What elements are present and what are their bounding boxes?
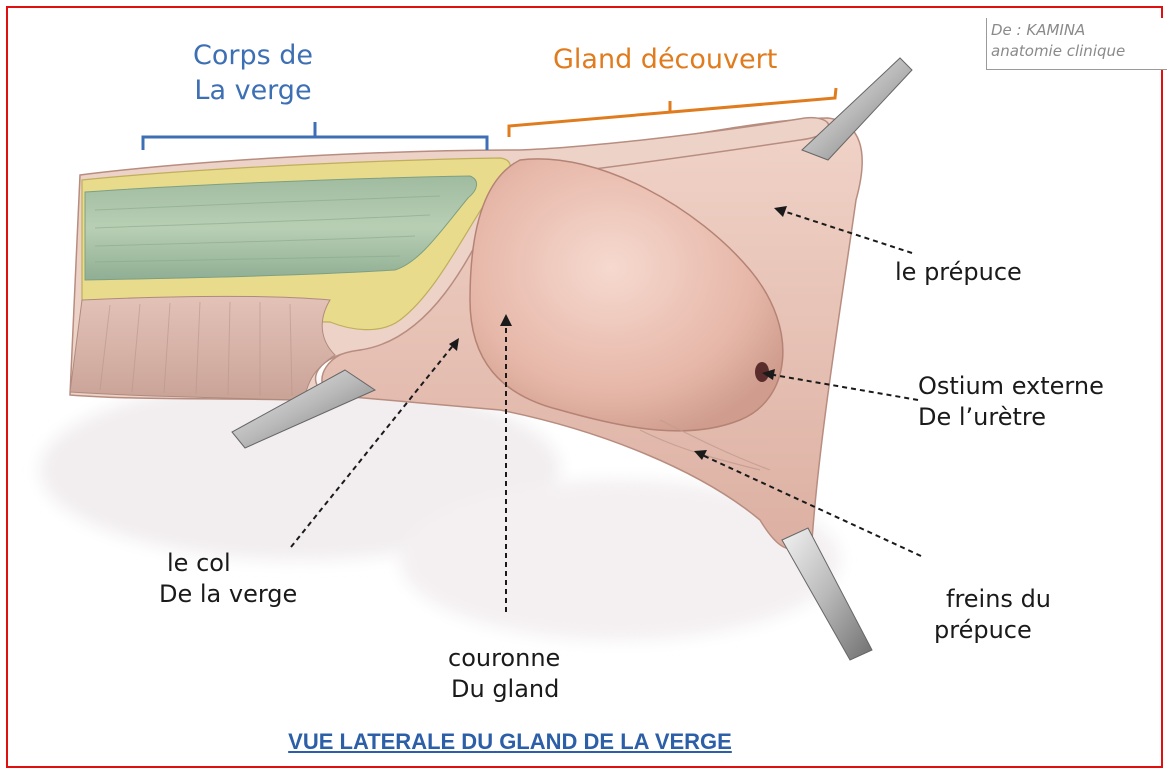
credit-line1: De : KAMINA (991, 20, 1163, 41)
label-ostium: Ostium externe De l’urètre (918, 371, 1104, 433)
label-ostium-line1: Ostium externe (918, 371, 1104, 402)
label-freins-line2: prépuce (934, 615, 1051, 646)
label-corps-line2: La verge (188, 73, 318, 108)
label-col: le col De la verge (167, 548, 297, 610)
label-corps-de-la-verge: Corps de La verge (188, 38, 318, 108)
label-corps-line1: Corps de (188, 38, 318, 73)
label-freins-line1: freins du (946, 584, 1051, 615)
label-prepuce: le prépuce (895, 257, 1022, 288)
label-gland-decouvert: Gland découvert (553, 42, 777, 77)
label-couronne-line2: Du gland (451, 674, 560, 705)
bracket-corps (143, 122, 487, 150)
figure-caption: VUE LATERALE DU GLAND DE LA VERGE (200, 729, 820, 755)
source-credit: De : KAMINA anatomie clinique (986, 18, 1167, 70)
corpus-spongiosum (70, 296, 335, 400)
label-col-line2: De la verge (159, 579, 297, 610)
label-couronne-line1: couronne (448, 643, 560, 674)
label-couronne: couronne Du gland (448, 643, 560, 705)
label-ostium-line2: De l’urètre (918, 402, 1104, 433)
label-col-line1: le col (167, 548, 297, 579)
label-freins: freins du prépuce (934, 584, 1051, 646)
credit-line2: anatomie clinique (991, 41, 1163, 62)
